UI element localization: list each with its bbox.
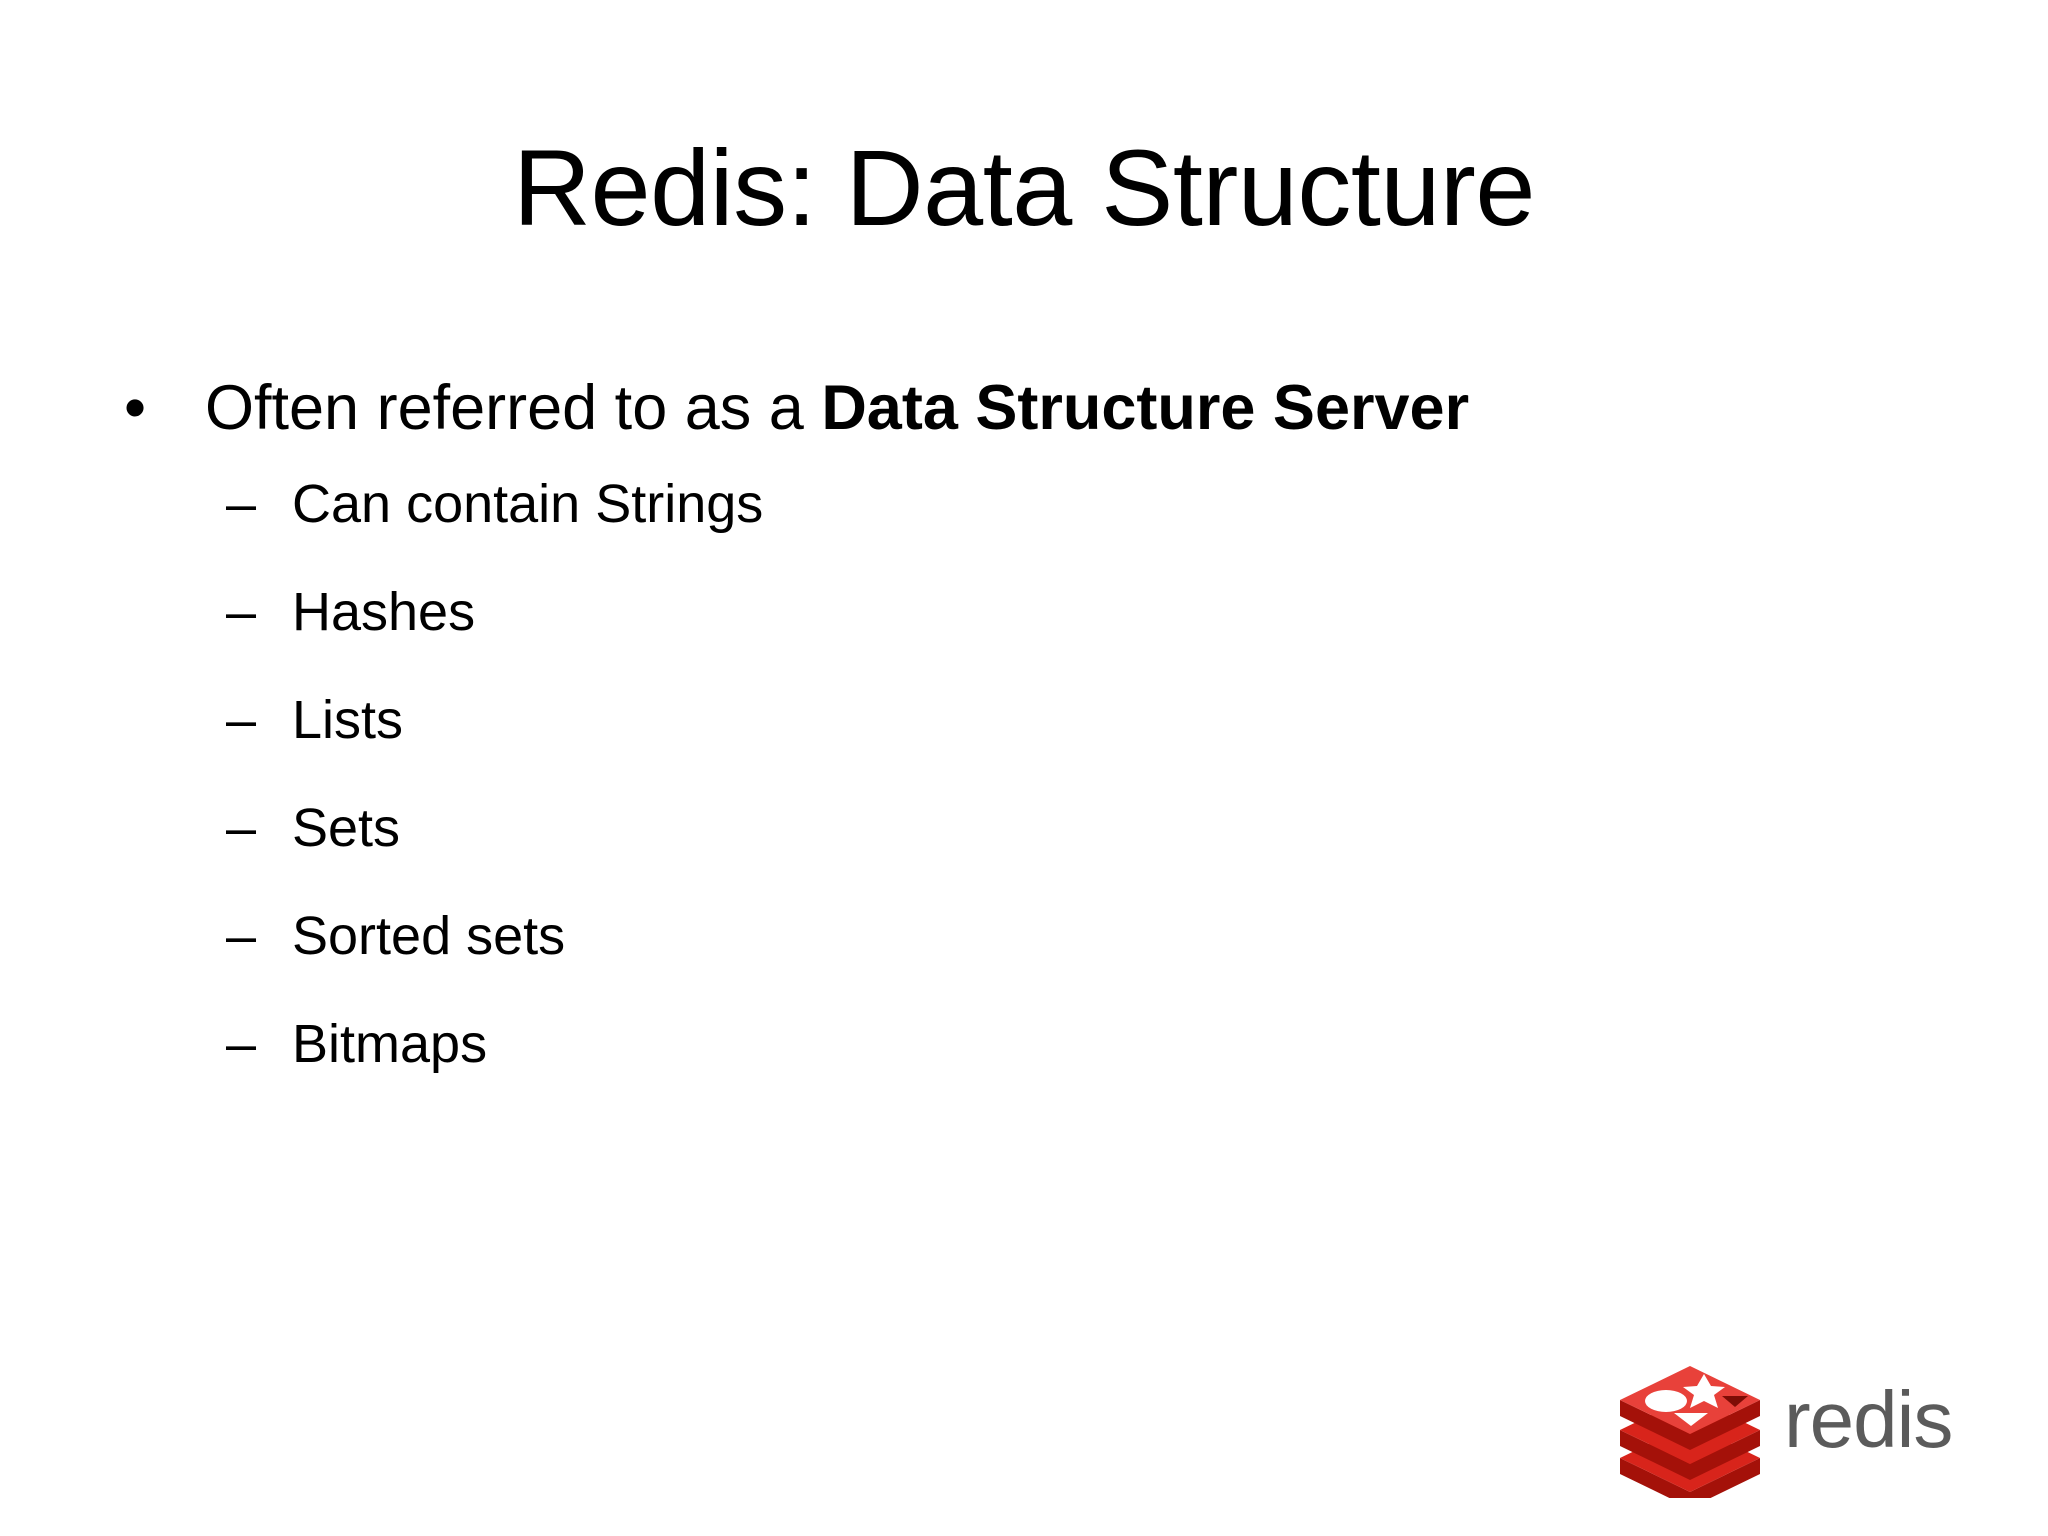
bullet-text-plain: Often referred to as a xyxy=(205,373,822,443)
dash-icon: – xyxy=(226,798,257,859)
bullet-dot-icon: • xyxy=(124,373,147,443)
redis-cube-icon xyxy=(1620,1366,1760,1498)
sub-bullet-text: Hashes xyxy=(292,582,476,643)
redis-logo: redis xyxy=(1612,1366,1984,1498)
dash-icon: – xyxy=(226,690,257,751)
sub-bullet-item-hashes: – Hashes xyxy=(0,581,1850,663)
sub-bullet-item-sorted-sets: – Sorted sets xyxy=(0,905,1850,987)
sub-bullet-item-strings: – Can contain Strings xyxy=(0,473,1850,555)
dash-icon: – xyxy=(226,1014,257,1075)
bullet-text: Often referred to as a Data Structure Se… xyxy=(205,373,1469,443)
dash-icon: – xyxy=(226,474,257,535)
sub-bullet-item-lists: – Lists xyxy=(0,689,1850,771)
dash-icon: – xyxy=(226,582,257,643)
sub-bullet-text: Can contain Strings xyxy=(292,474,764,535)
bullet-text-emphasis: Data Structure Server xyxy=(821,373,1470,443)
sub-bullet-item-bitmaps: – Bitmaps xyxy=(0,1013,1850,1095)
sub-bullet-text: Lists xyxy=(292,690,404,751)
sub-bullet-text: Sorted sets xyxy=(292,906,566,967)
bullet-item-level1: • Often referred to as a Data Structure … xyxy=(0,372,1850,445)
redis-wordmark: redis xyxy=(1784,1375,1953,1464)
bullet-list: • Often referred to as a Data Structure … xyxy=(0,372,1850,1121)
sub-bullet-item-sets: – Sets xyxy=(0,797,1850,879)
sub-bullet-text: Bitmaps xyxy=(292,1014,488,1075)
sub-bullet-text: Sets xyxy=(292,798,401,859)
dash-icon: – xyxy=(226,906,257,967)
page-title: Redis: Data Structure xyxy=(513,127,1535,248)
